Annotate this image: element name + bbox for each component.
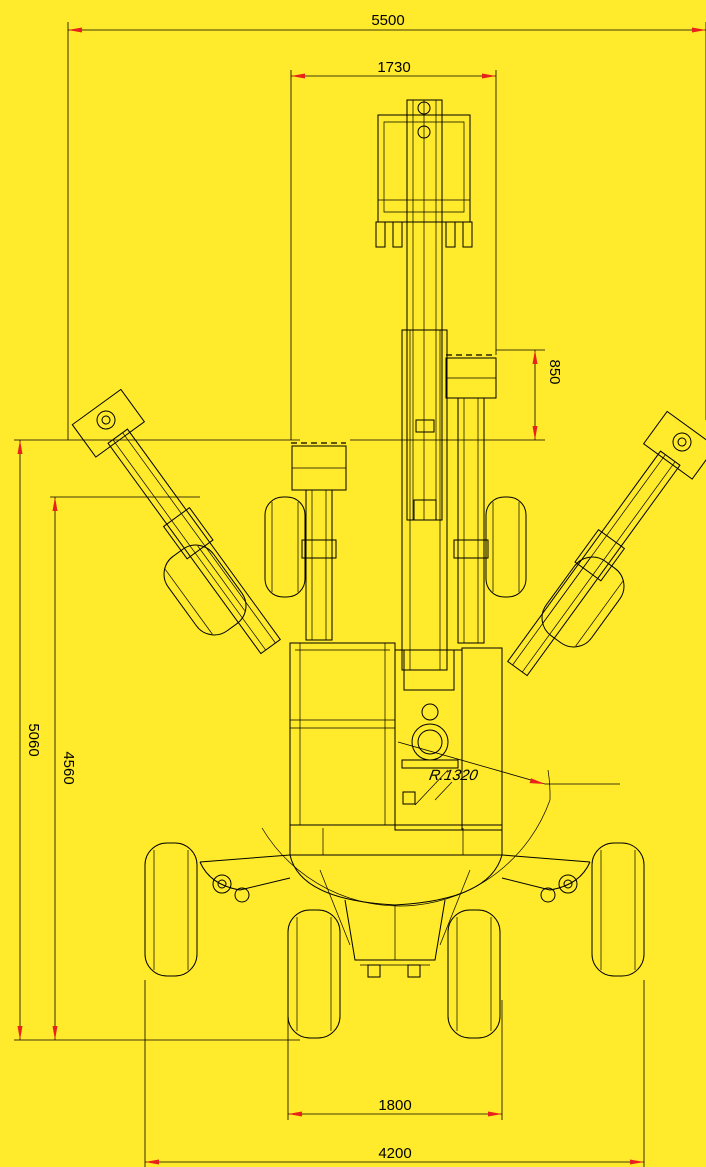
wheel-rear-outer-left [144, 842, 198, 977]
dim-boom-width: 1730 [290, 59, 497, 440]
stabilizer-pads-center [291, 354, 497, 491]
inner-outrigger-right [453, 397, 489, 644]
wheel-rear-inner-right [447, 909, 501, 1039]
dim-height-inner: 4560 [50, 496, 200, 1040]
dim-label-radius: R.1320 [428, 767, 480, 784]
dim-label-offset: 850 [546, 359, 563, 384]
dim-overall-width: 5500 [67, 12, 706, 440]
dim-label-track-outer: 4200 [378, 1145, 411, 1162]
wheel-front-left [264, 496, 306, 598]
dim-label-overall-width: 5500 [371, 12, 404, 29]
main-body [289, 642, 503, 856]
outrigger-left [71, 388, 281, 655]
lower-chassis [199, 854, 591, 978]
bucket [375, 114, 473, 248]
dim-label-boom-width: 1730 [377, 59, 410, 76]
wheel-front-right [485, 496, 527, 598]
dim-label-height-inner: 4560 [60, 751, 77, 784]
dim-track-inner: 1800 [287, 1000, 503, 1120]
dim-height-total: 5060 [14, 439, 300, 1041]
dim-track-outer: 4200 [144, 980, 645, 1167]
boom-arm [401, 99, 448, 671]
wheel-rear-outer-right [591, 842, 645, 977]
dim-radius: R.1320 [261, 741, 620, 907]
dim-label-track-inner: 1800 [378, 1097, 411, 1114]
dim-label-height-total: 5060 [25, 723, 42, 756]
outrigger-right [507, 410, 706, 677]
swing-radius-arc [261, 799, 551, 907]
outrigger-left-wheel [163, 544, 247, 636]
wheel-rear-inner-left [287, 909, 341, 1039]
outrigger-right-wheel [541, 556, 625, 648]
dim-offset: 850 [350, 349, 563, 441]
inner-outrigger-left [301, 489, 337, 641]
